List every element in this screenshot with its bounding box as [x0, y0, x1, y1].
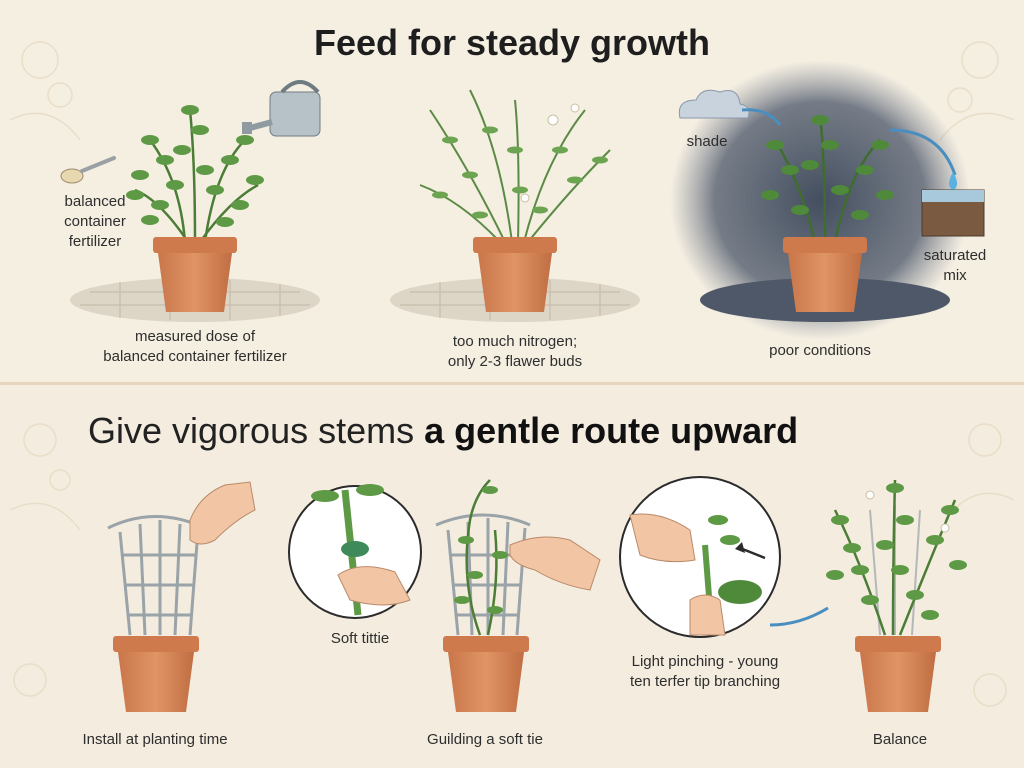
pot-icon: [473, 237, 557, 312]
fertilizer-side-label: balanced container fertilizer: [40, 192, 150, 252]
title-bold-part: a gentle route upward: [424, 410, 799, 451]
soft-tie-inset-icon: [288, 484, 422, 619]
pot-icon: [153, 237, 237, 312]
caption-line: balanced container fertilizer: [103, 348, 287, 365]
caption-line: saturated: [923, 247, 987, 264]
caption-line: too much nitrogen;: [452, 333, 578, 350]
saturated-soil-icon: [921, 172, 985, 237]
title-regular-part: Give vigorous stems: [88, 410, 425, 451]
caption-poor-conditions: poor conditions: [769, 342, 871, 359]
caption-guiding: Guilding a soft tie: [427, 731, 543, 748]
plant-shaded-icon: [761, 114, 894, 243]
caption-balance: Balance: [872, 731, 928, 748]
caption-nitrogen: too much nitrogen; only 2-3 flawer buds: [405, 332, 625, 372]
arrow-icon: [741, 108, 957, 176]
caption-line: Light pinching - young: [631, 653, 779, 670]
hand-icon: [189, 481, 256, 545]
pot-icon: [443, 636, 529, 712]
plant-balanced-icon: [826, 479, 967, 636]
soft-tie-inset-label: Soft tittie: [330, 630, 390, 647]
caption-pinching: Light pinching - young ten terfer tip br…: [605, 652, 805, 692]
caption-line: measured dose of: [134, 328, 256, 345]
pot-icon: [855, 636, 941, 712]
fertilizer-label-text: balanced container fertilizer: [64, 193, 126, 250]
hand-icon: [509, 536, 601, 591]
caption-line: only 2-3 flawer buds: [447, 353, 583, 370]
pot-icon: [783, 237, 867, 312]
shade-label: shade: [686, 133, 728, 150]
pinching-inset-icon: [619, 476, 781, 638]
saturated-mix-label: saturated mix: [910, 246, 1000, 286]
plant-balanced-icon: [126, 105, 264, 243]
section-divider: [0, 382, 1024, 385]
caption-balanced: measured dose of balanced container fert…: [80, 327, 310, 367]
leaves-icon: [454, 486, 508, 614]
section-title-feed: Feed for steady growth: [313, 22, 711, 63]
caption-line: mix: [943, 267, 967, 284]
arrow-icon: [769, 606, 829, 627]
plant-leggy-icon: [419, 89, 611, 243]
caption-install: Install at planting time: [82, 731, 228, 748]
watering-can-icon: [242, 80, 321, 137]
spoon-icon: [60, 156, 116, 184]
trellis-icon: [107, 515, 206, 636]
vine-icon: [465, 479, 498, 636]
caption-line: ten terfer tip branching: [629, 673, 781, 690]
section-title-support: Give vigorous stems a gentle route upwar…: [88, 410, 798, 452]
cloud-icon: [678, 89, 750, 119]
pot-icon: [113, 636, 199, 712]
